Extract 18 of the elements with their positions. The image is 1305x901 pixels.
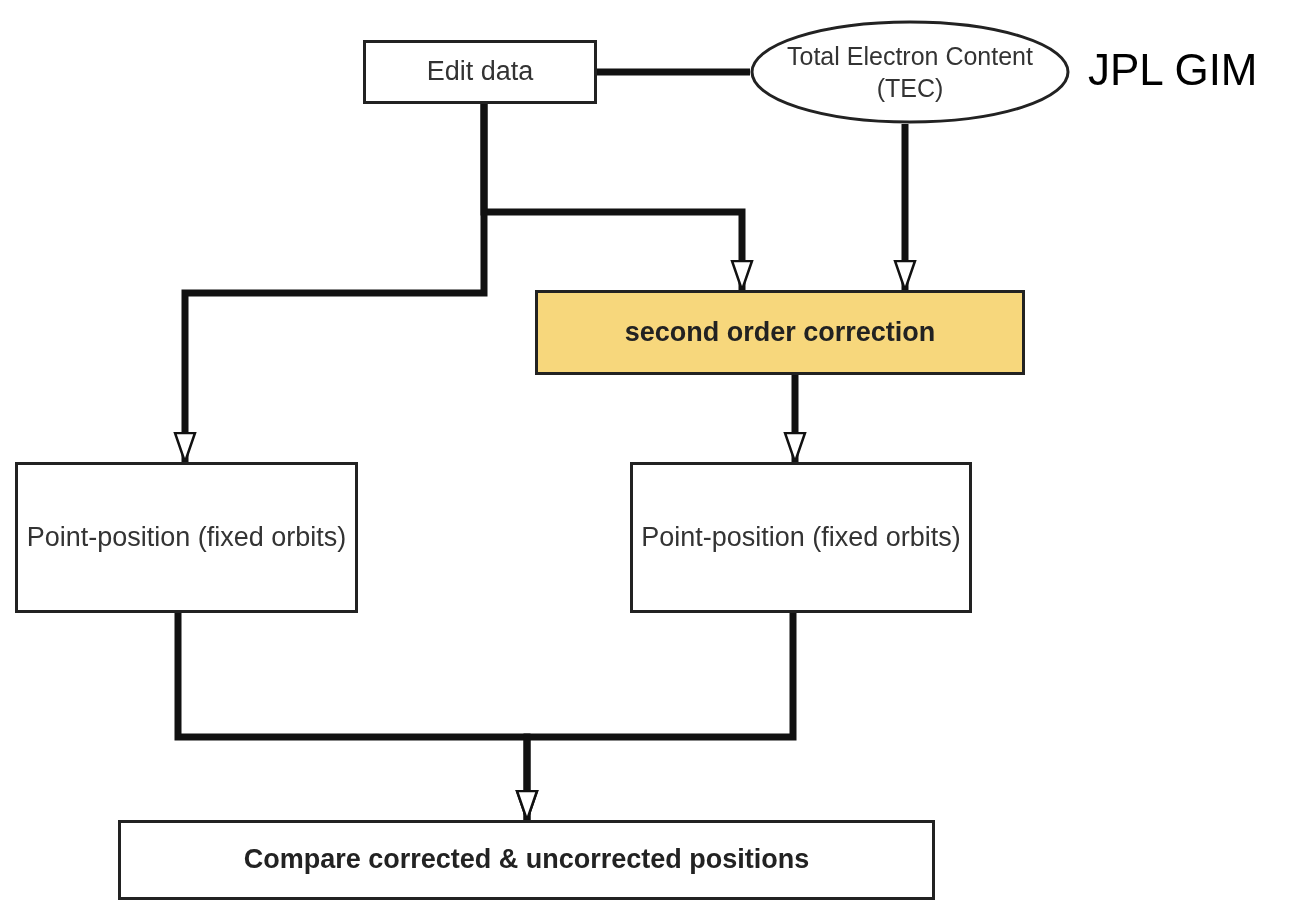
process-box	[15, 462, 358, 613]
data-source-ellipse	[750, 20, 1070, 124]
step-label: Point-position (fixed orbits)	[26, 520, 347, 554]
step-label: Edit data	[426, 55, 534, 89]
step-label: Total Electron Content (TEC)	[786, 40, 1034, 104]
connector-line	[597, 68, 750, 76]
arrow	[783, 375, 807, 464]
step-heading: Compare corrected & uncorrected positions	[243, 843, 810, 877]
arrow	[173, 104, 488, 464]
process-box	[118, 820, 935, 900]
arrow	[893, 124, 917, 292]
step-heading: second order correction	[624, 315, 936, 349]
highlighted-process-box	[535, 290, 1025, 375]
process-box	[630, 462, 972, 613]
step-label: Point-position (fixed orbits)	[641, 520, 961, 554]
process-box	[363, 40, 597, 104]
source-label: JPL GIM	[1088, 45, 1258, 95]
arrow	[515, 613, 797, 822]
